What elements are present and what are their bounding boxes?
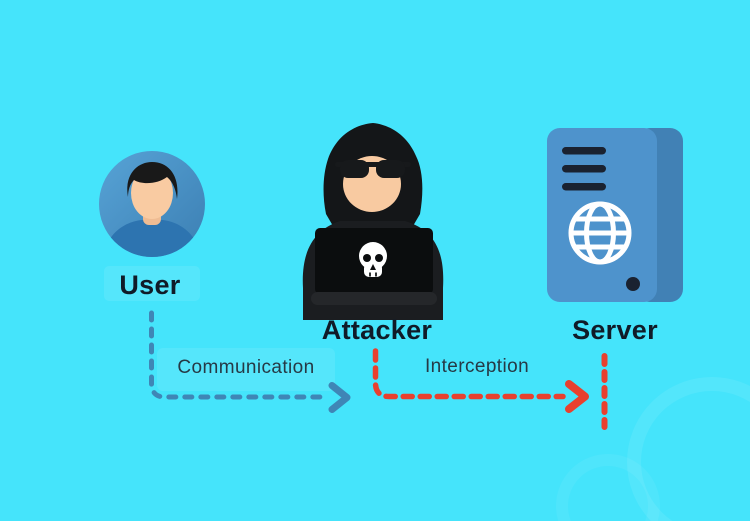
globe-icon xyxy=(568,201,632,265)
user-hair xyxy=(127,162,178,199)
interception-arrowhead xyxy=(565,380,589,413)
interception-flow-label: Interception xyxy=(424,356,530,377)
communication-label-highlight xyxy=(157,348,335,391)
hacker-laptop-skull-icon xyxy=(302,123,444,320)
server-label: Server xyxy=(572,315,658,345)
server-globe-icon xyxy=(547,128,683,302)
communication-arrowhead xyxy=(328,382,351,413)
user-figure xyxy=(99,151,205,257)
laptop-base xyxy=(311,292,437,305)
user-avatar-icon xyxy=(99,151,205,257)
attacker-label: Attacker xyxy=(321,315,433,345)
communication-flow-label: Communication xyxy=(177,357,315,378)
user-label: User xyxy=(119,270,181,300)
user-label-highlight xyxy=(104,266,200,301)
skull-icon xyxy=(359,242,387,277)
server-vent-slots xyxy=(562,147,606,191)
interception-arrow xyxy=(372,348,608,430)
attacker-figure xyxy=(295,120,460,320)
server-figure xyxy=(545,126,685,306)
server-power-dot xyxy=(626,277,640,291)
user-shoulders xyxy=(103,220,201,257)
sunglasses-icon xyxy=(335,160,411,178)
communication-arrow xyxy=(149,310,351,413)
